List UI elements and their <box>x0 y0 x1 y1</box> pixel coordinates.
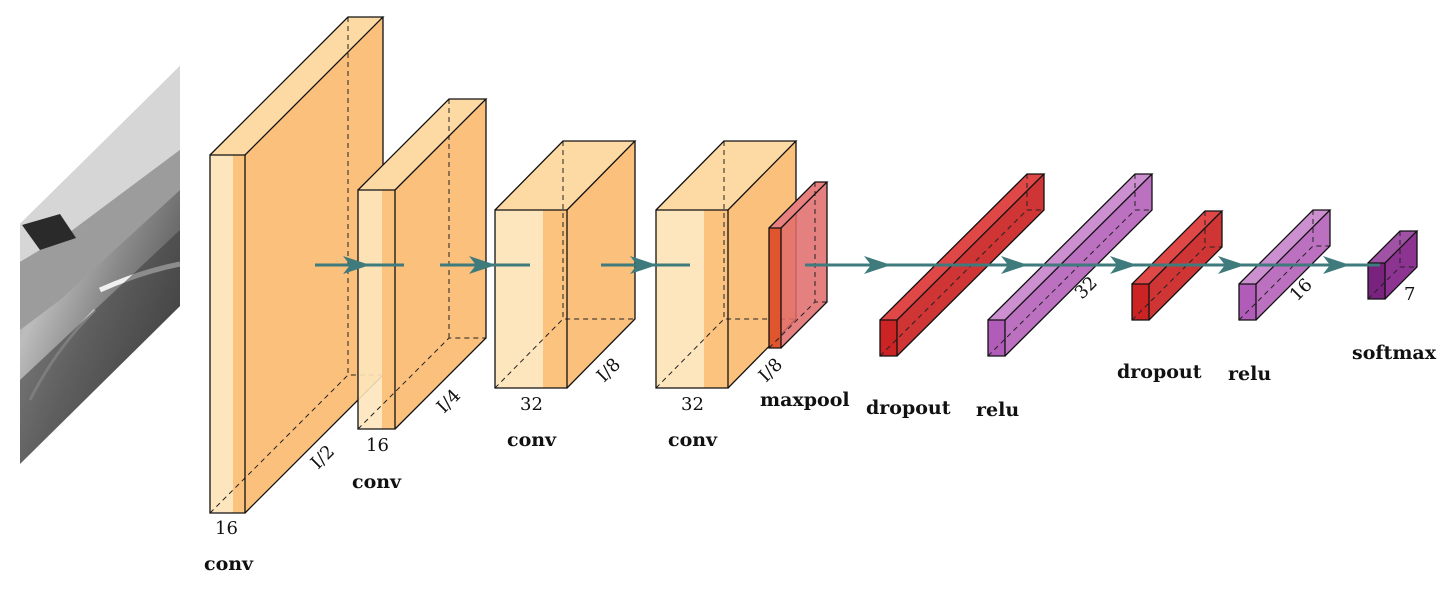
maxpool-block-side <box>781 182 827 348</box>
conv-3-depth-label: 32 <box>520 394 543 415</box>
conv-1-depth-label: 16 <box>215 518 238 539</box>
softmax-block-side <box>1385 231 1417 299</box>
conv-2-size-label: I/4 <box>433 385 465 417</box>
conv-4-size-label: I/8 <box>755 354 787 386</box>
conv-block-2 <box>357 98 488 430</box>
relu-block-1-top <box>988 174 1152 320</box>
conv-4-depth-label: 32 <box>681 394 704 415</box>
arrow-6-head <box>1110 256 1137 274</box>
dropout-1-label: dropout <box>866 397 951 419</box>
arrow-7-head <box>1218 256 1245 274</box>
maxpool-block-front <box>769 228 781 348</box>
maxpool-block <box>768 181 829 349</box>
dropout-block-1-top <box>880 174 1044 320</box>
maxpool-label: maxpool <box>760 389 850 411</box>
softmax-block-front <box>1368 263 1385 299</box>
conv-4-label: conv <box>668 429 718 451</box>
conv-block-3-top <box>495 141 635 210</box>
arrow-1-head <box>343 256 370 274</box>
conv-2-depth-label: 16 <box>366 435 389 456</box>
arrow-5-head <box>1001 256 1028 274</box>
relu-block-1-front <box>988 320 1005 356</box>
flow-arrows <box>315 256 1380 274</box>
arrow-2-head <box>469 256 496 274</box>
softmax-block <box>1367 230 1419 300</box>
dropout-2-label: dropout <box>1117 361 1202 383</box>
relu-1-label: relu <box>976 399 1019 421</box>
input-image <box>20 66 181 464</box>
conv-3-size-label: I/8 <box>593 354 625 386</box>
relu-2-label: relu <box>1228 363 1271 385</box>
maxpool-block-top <box>769 182 827 228</box>
dropout-block-1-front <box>880 320 897 356</box>
conv-3-label: conv <box>507 429 557 451</box>
dropout-block-2-front <box>1132 284 1149 320</box>
softmax-block-top <box>1368 231 1417 263</box>
conv-1-label: conv <box>204 553 254 575</box>
softmax-size-label: 7 <box>1404 284 1415 305</box>
arrow-8-head <box>1323 256 1350 274</box>
conv-block-1-side <box>245 17 383 513</box>
arrow-4-head <box>864 256 891 274</box>
arrow-3-head <box>630 256 657 274</box>
softmax-label: softmax <box>1352 342 1437 364</box>
conv-block-1 <box>209 16 385 514</box>
conv-block-2-top <box>358 99 486 190</box>
conv-block-4-top <box>656 141 796 210</box>
relu-block-2-front <box>1239 284 1256 320</box>
conv-block-1-top <box>210 17 383 155</box>
conv-2-label: conv <box>352 471 402 493</box>
